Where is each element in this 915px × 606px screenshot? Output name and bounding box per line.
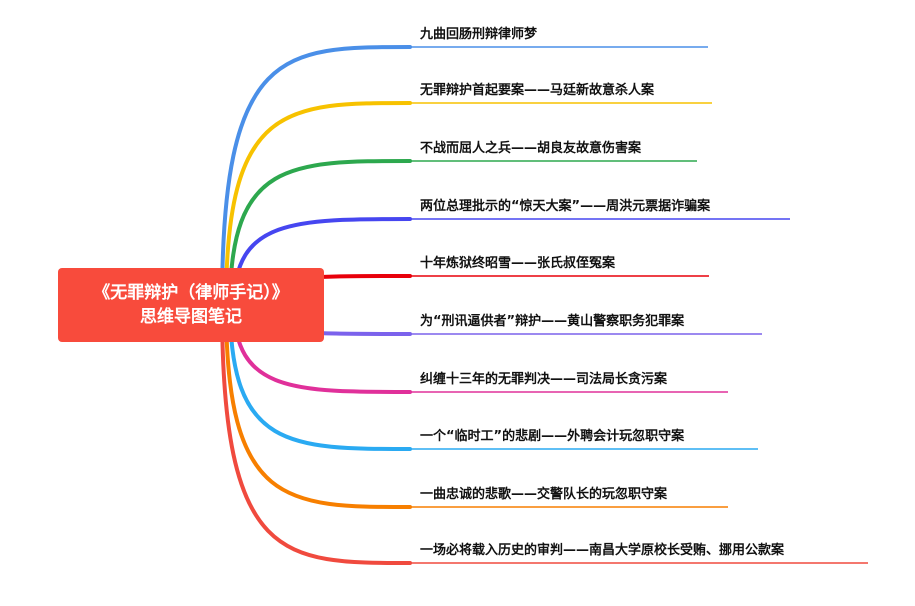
branch-curve [220, 303, 412, 565]
branch-curve [228, 159, 412, 307]
branch-curve [224, 303, 412, 509]
branch-node[interactable]: 十年炼狱终昭雪——张氏叔侄冤案 [420, 256, 616, 271]
branch-node[interactable]: 一曲忠诚的悲歌——交警队长的玩忽职守案 [420, 487, 668, 502]
branch-node[interactable]: 一个“临时工”的悲剧——外聘会计玩忽职守案 [420, 429, 685, 444]
branch-node[interactable]: 九曲回肠刑辩律师梦 [420, 27, 538, 42]
branch-node[interactable]: 不战而屈人之兵——胡良友故意伤害案 [420, 141, 642, 156]
branch-node[interactable]: 纠缠十三年的无罪判决——司法局长贪污案 [420, 372, 668, 387]
branch-node[interactable]: 两位总理批示的“惊天大案”——周洪元票据诈骗案 [420, 199, 711, 214]
root-title-line1: 《无罪辩护（律师手记）》 [93, 283, 289, 303]
branch-curve [228, 303, 412, 451]
branch-curve [220, 45, 412, 307]
branch-node[interactable]: 为“刑讯逼供者”辩护——黄山警察职务犯罪案 [420, 314, 685, 329]
branch-node[interactable]: 一场必将载入历史的审判——南昌大学原校长受贿、挪用公款案 [420, 543, 785, 558]
branch-curve [224, 101, 412, 307]
branch-node[interactable]: 无罪辩护首起要案——马廷新故意杀人案 [420, 83, 655, 98]
root-node[interactable]: 《无罪辩护（律师手记）》 思维导图笔记 [58, 268, 324, 342]
root-title-line2: 思维导图笔记 [140, 307, 242, 327]
